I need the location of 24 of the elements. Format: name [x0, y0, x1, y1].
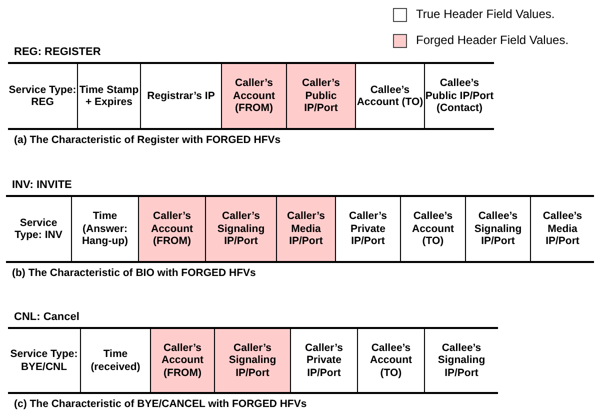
table-cell: Service Type: REG — [8, 64, 78, 128]
table-cell: Caller’s Signaling IP/Port — [206, 197, 277, 261]
table-heading: REG: REGISTER — [14, 46, 101, 58]
table-heading: CNL: Cancel — [14, 311, 80, 323]
node-label: Callee’s Media IP/Port — [542, 210, 582, 248]
node-label: Callee’s Signaling IP/Port — [438, 342, 486, 379]
node-label: Callee’s Public IP/Port (Contact) — [425, 77, 494, 114]
table-cell: Service Type: INV — [6, 197, 72, 261]
table-cell: Callee’s Account (TO) — [356, 64, 425, 128]
table-caption: (b) The Characteristic of BIO with FORGED HFVs — [12, 267, 256, 279]
table-cell: Caller’s Account (FROM) — [151, 329, 215, 392]
table-cell: Caller’s Account (FROM) — [222, 64, 287, 128]
table-cell: Service Type: BYE/CNL — [8, 329, 81, 392]
table-cell: Caller’s Signaling IP/Port — [215, 329, 291, 392]
legend-text: Forged Header Field Values. — [416, 33, 569, 47]
table-caption: (a) The Characteristic of Register with FORGED HFVs — [14, 134, 281, 146]
table-cell: Caller’s Public IP/Port — [287, 64, 356, 128]
table-cell: Callee’s Public IP/Port (Contact) — [425, 64, 494, 128]
table-cell: Caller’s Account (FROM) — [139, 197, 206, 261]
table-heading: INV: INVITE — [12, 179, 72, 191]
table-cell: Time Stamp + Expires — [78, 64, 141, 128]
table-caption: (c) The Characteristic of BYE/CANCEL with FORGED HFVs — [14, 398, 307, 410]
legend-text: True Header Field Values. — [416, 7, 555, 21]
table-cell: Caller’s Media IP/Port — [277, 197, 336, 261]
